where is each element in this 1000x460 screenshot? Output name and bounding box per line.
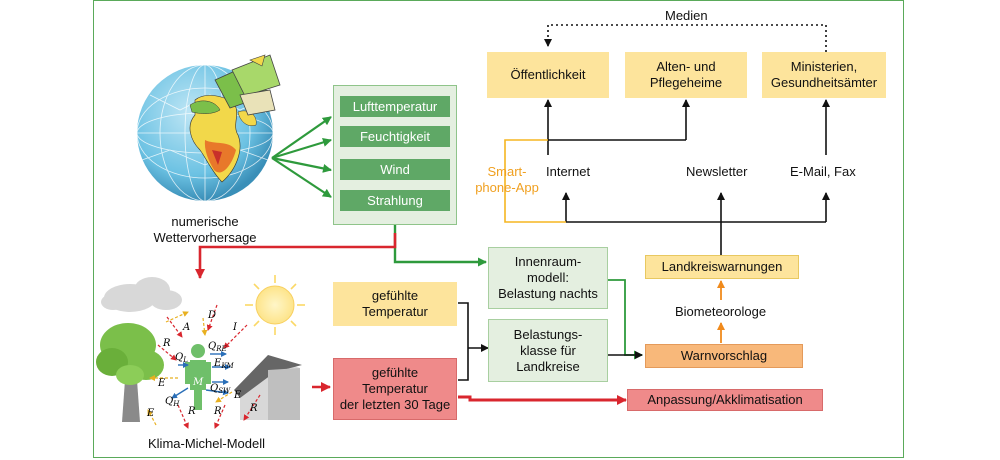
gefuehlte-line-2: Temperatur	[362, 304, 428, 319]
ministerien-line-2: Gesundheitsämter	[770, 75, 878, 90]
smartphone-app-label: Smart- phone-App	[472, 164, 542, 196]
oeffentlichkeit-box: Öffentlichkeit	[487, 52, 609, 98]
klima-michel-modell-label: Klima-Michel-Modell	[148, 436, 266, 451]
innenraum-line-1: Innenraum-	[514, 254, 582, 269]
email-fax-label: E-Mail, Fax	[790, 164, 856, 179]
belastung-line-3: Landkreise	[516, 358, 580, 374]
gefuehlte-temperatur-30-tage-box: gefühlte Temperatur der letzten 30 Tage	[333, 358, 457, 420]
internet-label: Internet	[546, 164, 591, 179]
symbol-R-bottom-left: R	[187, 406, 196, 417]
symbol-E-bottom: E	[146, 408, 155, 419]
innenraum-line-3: Belastung nachts	[498, 286, 598, 301]
innenraummodell-box: Innenraum- modell: Belastung nachts	[488, 247, 608, 309]
numerische-wettervorhersage-label: numerische Wettervorhersage	[140, 214, 270, 246]
gefuehlte30-line-2: Temperatur	[362, 381, 428, 396]
ministerien-line-1: Ministerien,	[790, 59, 858, 74]
symbol-QSW: QSW	[210, 383, 231, 395]
symbol-A: A	[182, 322, 190, 333]
lufttemperatur-item: Lufttemperatur	[340, 96, 450, 117]
symbol-D: D	[207, 310, 216, 321]
symbol-E-right: E	[233, 390, 242, 401]
smartphone-line-1: Smart-	[487, 164, 527, 179]
symbol-EKM: EKM	[213, 358, 235, 370]
globe-to-variables-arrows	[271, 116, 332, 198]
house-icon	[234, 355, 302, 420]
symbol-I: I	[232, 322, 238, 333]
symbol-QL: QL	[175, 352, 188, 364]
belastungsklasse-box: Belastungs- klasse für Landkreise	[488, 319, 608, 382]
diagram-frame	[93, 0, 904, 458]
warnvorschlag-box: Warnvorschlag	[645, 344, 803, 368]
newsletter-label: Newsletter	[686, 164, 748, 179]
alten-pflegeheime-box: Alten- und Pflegeheime	[625, 52, 747, 98]
nwv-line-1: numerische	[171, 214, 239, 229]
innenraum-line-2: modell:	[527, 270, 569, 285]
innenraum-to-warnvorschlag-arrow	[608, 279, 643, 360]
sun-icon	[245, 275, 305, 335]
belastung-line-1: Belastungs-	[513, 326, 583, 342]
symbol-R-bottom-right: R	[249, 403, 258, 414]
anpassung-akklimatisation-box: Anpassung/Akklimatisation	[627, 389, 823, 411]
globe-icon	[136, 54, 281, 202]
belastung-line-2: klasse für	[520, 342, 576, 358]
landkreiswarnungen-box: Landkreiswarnungen	[645, 255, 799, 279]
klima-michel-illustration: A D I R QL QRE EKM E M E QH QSW E R R R	[96, 275, 305, 429]
nwv-line-2: Wettervorhersage	[153, 230, 257, 245]
gefuehlte-line-1: gefühlte	[371, 288, 419, 303]
gefuehlte30-line-3: der letzten 30 Tage	[339, 397, 451, 412]
strahlung-item: Strahlung	[340, 190, 450, 211]
symbol-M: M	[192, 377, 204, 388]
panel-to-klima-michel-arrow	[195, 233, 397, 279]
panel-to-innenraum-arrow	[393, 225, 487, 267]
symbol-R-bottom-mid: R	[213, 406, 222, 417]
cloud-icon	[101, 277, 182, 312]
gefuehlte30-line-1: gefühlte	[371, 365, 419, 380]
distribution-arrows	[544, 99, 830, 255]
smartphone-line-2: phone-App	[475, 180, 539, 195]
feuchtigkeit-item: Feuchtigkeit	[340, 126, 450, 147]
ministerien-box: Ministerien, Gesundheitsämter	[762, 52, 886, 98]
symbol-E-left: E	[157, 378, 166, 389]
biometeorologe-label: Biometeorologe	[675, 304, 767, 319]
tree-icon	[96, 323, 164, 422]
symbol-R-left: R	[162, 338, 171, 349]
smartphone-connector	[504, 139, 566, 223]
gefuehlte-temperatur-box: gefühlte Temperatur	[333, 282, 457, 326]
medien-dotted-connector	[544, 24, 827, 52]
wind-item: Wind	[340, 159, 450, 180]
temp30-to-anpassung-arrow	[458, 395, 627, 405]
alten-line-2: Pflegeheime	[649, 75, 723, 90]
alten-line-1: Alten- und	[656, 59, 716, 74]
temperature-merge-arrows	[458, 302, 489, 381]
medien-label: Medien	[665, 8, 708, 23]
symbol-QH: QH	[165, 396, 180, 408]
symbol-QRE: QRE	[208, 341, 227, 353]
